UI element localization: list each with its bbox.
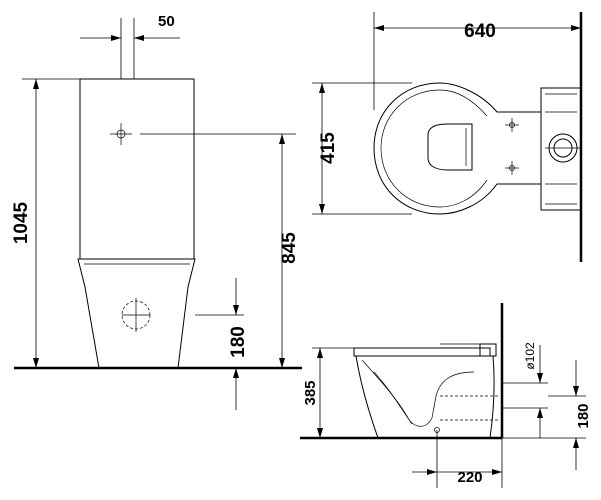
dim-outlet-height-label: 180 xyxy=(228,326,249,358)
bowl-opening xyxy=(427,123,473,171)
dim220-arrow-right xyxy=(492,469,502,475)
dim1045-arrow-bottom xyxy=(33,358,39,368)
dim-seat-width-label: 415 xyxy=(318,132,339,164)
dim50-arrow-right xyxy=(134,35,144,41)
dim640-arrow-left xyxy=(374,25,384,31)
dim845-arrow-bottom xyxy=(279,358,285,368)
side-trapway-inner xyxy=(373,371,413,425)
dim180s-arrow-top xyxy=(573,386,579,396)
side-hinge xyxy=(479,343,497,357)
dim102-arrow-top xyxy=(537,373,543,383)
fix-bottom-point xyxy=(509,165,515,171)
bowl-outline xyxy=(373,82,542,215)
dim102-arrow-bottom xyxy=(537,408,543,418)
dim845-arrow-top xyxy=(279,134,285,144)
dim50-arrow-left xyxy=(111,35,121,41)
dim385-arrow-bottom xyxy=(317,428,323,438)
dim-tank-hole-height-label: 845 xyxy=(279,232,300,264)
dim-outlet-offset-label: 220 xyxy=(457,469,482,486)
cistern-top-outline xyxy=(540,87,582,211)
side-bowl-body xyxy=(355,355,495,439)
dim385-arrow-top xyxy=(317,348,323,358)
dim180s-arrow-bottom xyxy=(573,438,579,448)
front-view: 50 1045 845 180 xyxy=(11,13,302,410)
dim-pipe-offset-label: 50 xyxy=(158,13,175,30)
dim180-arrow-bottom xyxy=(233,368,239,378)
side-seat xyxy=(353,347,491,357)
dim640-arrow-right xyxy=(571,25,581,31)
fix-top-point xyxy=(509,122,515,128)
dim220-arrow-left xyxy=(427,469,437,475)
dim-total-depth-label: 640 xyxy=(464,21,496,42)
side-view: 385 ø102 180 220 xyxy=(300,303,592,488)
side-trapway xyxy=(361,359,475,427)
dim-total-height-label: 1045 xyxy=(11,201,32,244)
dim-pipe-diameter-label: ø102 xyxy=(523,342,537,370)
dim-side-outlet-height-label: 180 xyxy=(575,403,592,428)
dim1045-arrow-top xyxy=(33,79,39,89)
pedestal-outline xyxy=(77,258,196,369)
dim-pan-height-label: 385 xyxy=(302,380,319,405)
dim415-arrow-bottom xyxy=(319,204,325,214)
dim415-arrow-top xyxy=(319,83,325,93)
cistern-outline xyxy=(79,78,195,260)
dim180-arrow-top xyxy=(233,305,239,315)
bowl-rim xyxy=(380,89,488,208)
top-view: 640 415 xyxy=(312,12,583,262)
